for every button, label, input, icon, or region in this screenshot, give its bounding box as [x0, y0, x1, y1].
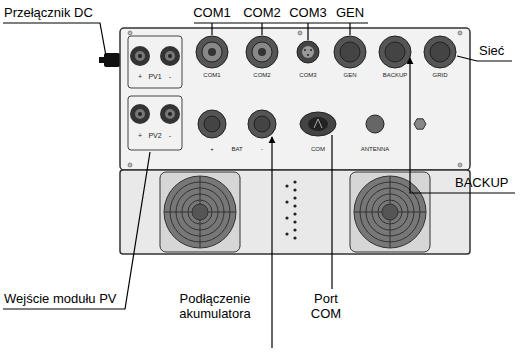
pv2-frame — [128, 96, 182, 150]
fans — [160, 172, 430, 252]
port-label: COM3 — [299, 72, 316, 79]
callout-label: Sieć — [479, 44, 504, 59]
port-label: GEN — [343, 72, 356, 79]
port-label: + — [138, 132, 142, 140]
port-label: + — [210, 146, 214, 153]
port-label: + — [138, 73, 142, 81]
port-label: PV2 — [148, 132, 161, 140]
dc-switch-lever — [99, 57, 106, 63]
vent-dots — [285, 180, 296, 239]
callout-label: COM2 — [243, 6, 281, 21]
pv1-frame — [128, 36, 182, 88]
callout-label: COM1 — [193, 6, 231, 21]
callout-label: BACKUP — [455, 176, 508, 191]
leader-lines — [3, 23, 515, 348]
screws — [128, 31, 462, 167]
port-label: - — [169, 132, 171, 140]
port-label: - — [169, 73, 171, 81]
port-label: COM1 — [203, 72, 220, 79]
cable-glands — [196, 36, 456, 68]
callout-label: Podłączenie akumulatora — [165, 292, 265, 322]
callout-label: Port COM — [303, 292, 349, 322]
callout-label: Przełącznik DC — [4, 6, 93, 21]
port-label: COM2 — [253, 72, 270, 79]
port-label: ANTENNA — [361, 146, 390, 153]
connection-panel — [120, 28, 470, 170]
port-label: - — [261, 146, 263, 153]
port-label: GRID — [433, 72, 448, 79]
callout-label: COM3 — [289, 6, 327, 21]
port-label: COM — [311, 146, 325, 153]
lower-glands — [198, 110, 426, 138]
port-label: PV1 — [148, 73, 161, 81]
port-label: BACKUP — [383, 72, 408, 79]
fan-panel — [120, 170, 470, 254]
pv-connectors — [130, 46, 180, 124]
callout-label: Wejście modułu PV — [4, 292, 116, 307]
port-label: BAT — [231, 146, 242, 153]
callout-label: GEN — [336, 6, 364, 21]
